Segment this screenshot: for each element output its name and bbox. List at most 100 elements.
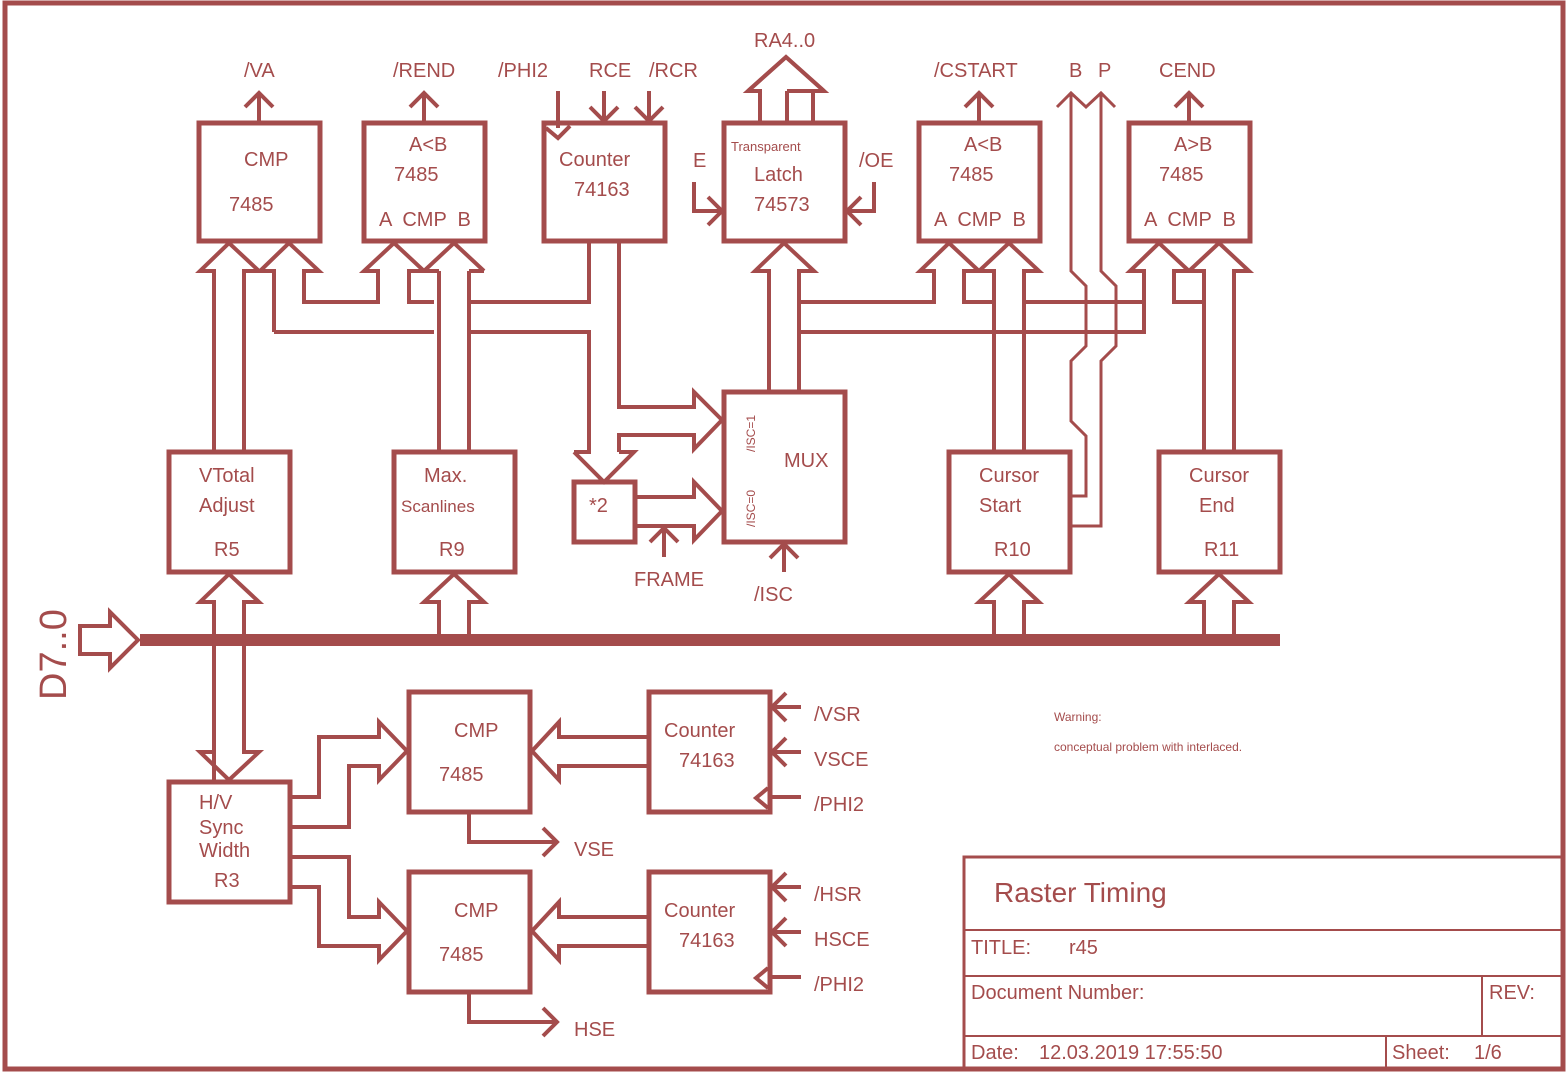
rend-output-label: /REND [393, 60, 455, 82]
sheet-value: 1/6 [1474, 1042, 1502, 1064]
title-block-heading: Raster Timing [994, 877, 1167, 908]
row-counter-block[interactable]: Counter 74163 [541, 120, 668, 244]
times-two-block[interactable]: *2 [571, 479, 638, 545]
r11-register-block[interactable]: Cursor End R11 [1156, 449, 1283, 575]
data-bus [78, 607, 1280, 673]
vse-output-arrow [467, 814, 560, 858]
cmp-cstart-block[interactable]: A<B 7485 A CMP B [916, 120, 1043, 244]
cmp-rend-line2: 7485 [394, 164, 439, 186]
title-block [962, 855, 1565, 1067]
latch-output-bus-arrow [742, 54, 830, 121]
cmp-cend-line2: 7485 [1159, 164, 1204, 186]
cmp-cend-block[interactable]: A>B 7485 A CMP B [1126, 120, 1253, 244]
hs-counter-block[interactable]: Counter 74163 [646, 869, 773, 995]
b-output-label: B [1069, 60, 1082, 82]
latch-e-input [692, 182, 725, 227]
cmp-rend-line3: A CMP B [379, 209, 471, 231]
mux-block[interactable]: MUX /ISC=1 /ISC=0 [721, 389, 848, 545]
cmp-cstart-line3: A CMP B [934, 209, 1026, 231]
r10-register-block[interactable]: Cursor Start R10 [946, 449, 1073, 575]
hse-output-label: HSE [574, 1019, 615, 1041]
latch-line0: Transparent [731, 139, 801, 154]
r5-line2: Adjust [199, 495, 255, 517]
rcr-input-label: /RCR [649, 60, 698, 82]
r11-line1: Cursor [1189, 465, 1249, 487]
cstart-output-arrow [963, 90, 995, 121]
r9-line1: Max. [424, 465, 467, 487]
cmp-vs-block[interactable]: CMP 7485 [406, 689, 533, 815]
cmp-hs-line2: 7485 [439, 944, 484, 966]
warning-text: conceptual problem with interlaced. [1054, 740, 1242, 754]
isc-select-arrow [768, 541, 800, 572]
sheet-label: Sheet: [1392, 1042, 1450, 1064]
document-number-label: Document Number: [971, 982, 1144, 1004]
latch-line2: 74573 [754, 194, 810, 216]
upper-bus-routing [195, 240, 1255, 454]
cmp-vs-line2: 7485 [439, 764, 484, 786]
cmp-cend-line1: A>B [1174, 134, 1212, 156]
vs-counter-inputs [769, 691, 801, 799]
hs-counter-inputs [769, 871, 801, 979]
r3-to-comparators [292, 717, 410, 965]
cmp-cstart-line2: 7485 [949, 164, 994, 186]
vs-counter-block[interactable]: Counter 74163 [646, 689, 773, 815]
r3-line1: H/V [199, 792, 233, 814]
vs-counter-line2: 74163 [679, 750, 735, 772]
mux-label: MUX [784, 450, 828, 472]
cmp-vs-line1: CMP [454, 720, 498, 742]
r10-reg: R10 [994, 539, 1031, 561]
r10-line2: Start [979, 495, 1022, 517]
cmp-cend-line3: A CMP B [1144, 209, 1236, 231]
hsr-input-label: /HSR [814, 884, 862, 906]
row-counter-line2: 74163 [574, 179, 630, 201]
times-two-input-arrow [572, 332, 639, 485]
title-value: r45 [1069, 937, 1098, 959]
r5-reg: R5 [214, 539, 240, 561]
cmp-rend-block[interactable]: A<B 7485 A CMP B [361, 120, 488, 244]
latch-block[interactable]: Transparent Latch 74573 [721, 120, 848, 244]
hs-counter-line1: Counter [664, 900, 735, 922]
cmp-va-line2: 7485 [229, 194, 274, 216]
hs-counter-line2: 74163 [679, 930, 735, 952]
vse-output-label: VSE [574, 839, 614, 861]
row-counter-line1: Counter [559, 149, 630, 171]
r11-line2: End [1199, 495, 1235, 517]
data-bus-label: D7..0 [33, 609, 75, 700]
vs-phi2-input-label: /PHI2 [814, 794, 864, 816]
mux-in1-label: /ISC=1 [744, 415, 758, 452]
cend-output-label: CEND [1159, 60, 1216, 82]
hsce-input-label: HSCE [814, 929, 870, 951]
cstart-output-label: /CSTART [934, 60, 1018, 82]
bus-taps [195, 571, 1255, 783]
r3-register-block[interactable]: H/V Sync Width R3 [166, 779, 293, 905]
title-label: TITLE: [971, 937, 1031, 959]
r3-reg: R3 [214, 870, 240, 892]
isc-select-label: /ISC [754, 584, 793, 606]
r10-line1: Cursor [979, 465, 1039, 487]
rce-input-label: RCE [589, 60, 631, 82]
r3-line3: Width [199, 840, 250, 862]
latch-e-label: E [693, 150, 706, 172]
warning-heading: Warning: [1054, 710, 1102, 724]
latch-line1: Latch [754, 164, 803, 186]
rend-output-arrow [408, 90, 440, 121]
date-value: 12.03.2019 17:55:50 [1039, 1042, 1223, 1064]
date-label: Date: [971, 1042, 1019, 1064]
cmp-hs-block[interactable]: CMP 7485 [406, 869, 533, 995]
r9-register-block[interactable]: Max. Scanlines R9 [391, 449, 518, 575]
p-output-label: P [1098, 60, 1111, 82]
latch-oe-input [844, 182, 876, 227]
vsce-input-label: VSCE [814, 749, 868, 771]
r5-register-block[interactable]: VTotal Adjust R5 [166, 449, 293, 575]
cmp-rend-line1: A<B [409, 134, 447, 156]
cmp-va-block[interactable]: CMP 7485 [196, 120, 323, 244]
r5-line1: VTotal [199, 465, 255, 487]
vs-counter-line1: Counter [664, 720, 735, 742]
vsr-input-label: /VSR [814, 704, 861, 726]
r11-reg: R11 [1204, 539, 1239, 561]
vs-counter-to-cmp [529, 716, 647, 786]
hse-output-arrow [467, 994, 560, 1038]
cmp-va-line1: CMP [244, 149, 288, 171]
